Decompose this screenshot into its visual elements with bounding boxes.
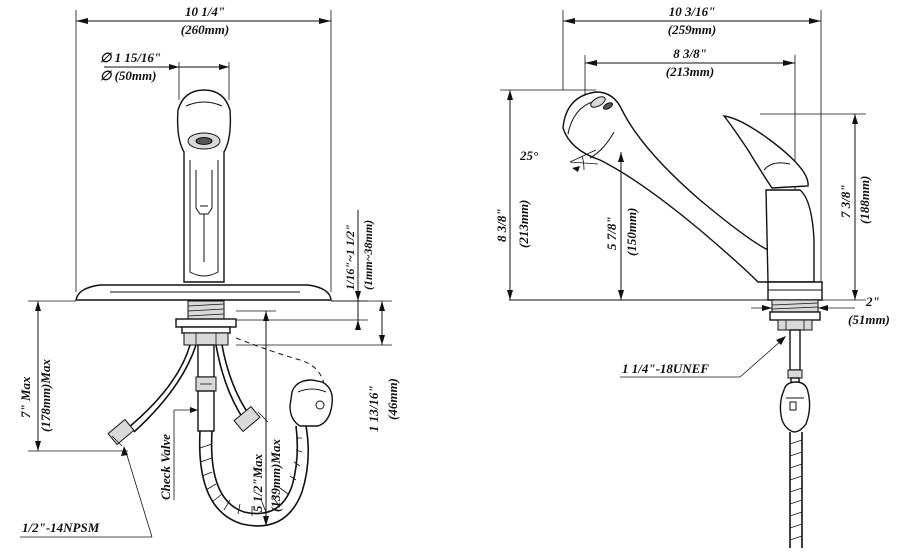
deck-thickness-label: 1/16"~1 1/2" bbox=[343, 224, 357, 290]
supply-lines-front bbox=[107, 344, 269, 447]
side-height-label: 8 3/8" bbox=[494, 208, 509, 242]
spout-diameter-mm-label: ∅ (50mm) bbox=[100, 68, 156, 83]
handle-height-mm-label: (188mm) bbox=[857, 176, 872, 224]
deck-thickness-mm-label: (1mm~38mm) bbox=[361, 220, 375, 290]
hose-max-dimension: 5 1/2"Max (139mm)Max bbox=[236, 310, 283, 526]
side-width-dimension: 10 3/16" (259mm) bbox=[562, 4, 822, 290]
mounting-shank-front bbox=[175, 300, 237, 346]
inlet-thread-callout: 1/2"-14NPSM bbox=[20, 446, 153, 538]
base-depth-label: 2" bbox=[865, 294, 880, 309]
spout-diameter-dimension: ∅ 1 15/16" ∅ (50mm) bbox=[100, 50, 230, 100]
base-depth-mm-label: (51mm) bbox=[848, 312, 890, 327]
reach-mm-label: (213mm) bbox=[666, 64, 714, 79]
shank-length-label: 1 13/16" bbox=[366, 385, 381, 432]
supply-max-dimension: 7" Max (178mm)Max bbox=[18, 300, 128, 452]
side-height-dimension: 8 3/8" (213mm) bbox=[494, 89, 596, 300]
shank-length-mm-label: (46mm) bbox=[385, 378, 400, 420]
supply-max-mm-label: (178mm)Max bbox=[38, 359, 53, 432]
side-height-mm-label: (213mm) bbox=[516, 200, 531, 248]
angle-dimension: 25° bbox=[519, 148, 599, 172]
handle-height-label: 7 3/8" bbox=[838, 184, 853, 218]
spout-diameter-label: ∅ 1 15/16" bbox=[100, 50, 161, 65]
side-width-mm-label: (259mm) bbox=[668, 22, 716, 37]
front-width-dimension: 10 1/4" (260mm) bbox=[75, 4, 332, 292]
spray-hose-side bbox=[779, 329, 811, 548]
handle-height-dimension: 7 3/8" (188mm) bbox=[760, 113, 872, 301]
supply-max-label: 7" Max bbox=[18, 376, 33, 418]
spray-hose-front bbox=[195, 337, 333, 527]
deck-plate-front bbox=[75, 284, 332, 301]
base-depth-dimension: 2" (51mm) bbox=[751, 294, 890, 327]
angle-label: 25° bbox=[519, 148, 539, 163]
spout-height-label: 5 7/8" bbox=[604, 216, 619, 250]
spout-height-mm-label: (150mm) bbox=[624, 208, 639, 256]
faucet-body-side bbox=[562, 91, 815, 283]
deck-thickness-dimension: 1/16"~1 1/2" (1mm~38mm) bbox=[236, 210, 375, 330]
side-view: 10 3/16" (259mm) 8 3/8" (213mm) bbox=[494, 4, 890, 548]
front-width-label: 10 1/4" bbox=[185, 4, 225, 19]
mount-thread-label: 1 1/4"-18UNEF bbox=[622, 361, 709, 376]
hose-max-mm-label: (139mm)Max bbox=[268, 439, 283, 512]
spout-height-dimension: 5 7/8" (150mm) bbox=[604, 152, 639, 300]
check-valve-callout: Check Valve bbox=[158, 407, 198, 500]
check-valve-label: Check Valve bbox=[158, 434, 173, 500]
shank-length-dimension: 1 13/16" (46mm) bbox=[236, 300, 400, 432]
deck-base-side bbox=[509, 281, 823, 331]
front-width-mm-label: (260mm) bbox=[181, 22, 229, 37]
inlet-thread-label: 1/2"-14NPSM bbox=[22, 520, 100, 535]
hose-max-label: 5 1/2"Max bbox=[250, 453, 265, 512]
mount-thread-callout: 1 1/4"-18UNEF bbox=[620, 336, 786, 378]
reach-label: 8 3/8" bbox=[673, 46, 707, 61]
faucet-body-front bbox=[176, 89, 232, 283]
front-view: 10 1/4" (260mm) ∅ 1 15/16" ∅ (50mm) bbox=[18, 4, 400, 538]
side-width-label: 10 3/16" bbox=[669, 4, 716, 19]
